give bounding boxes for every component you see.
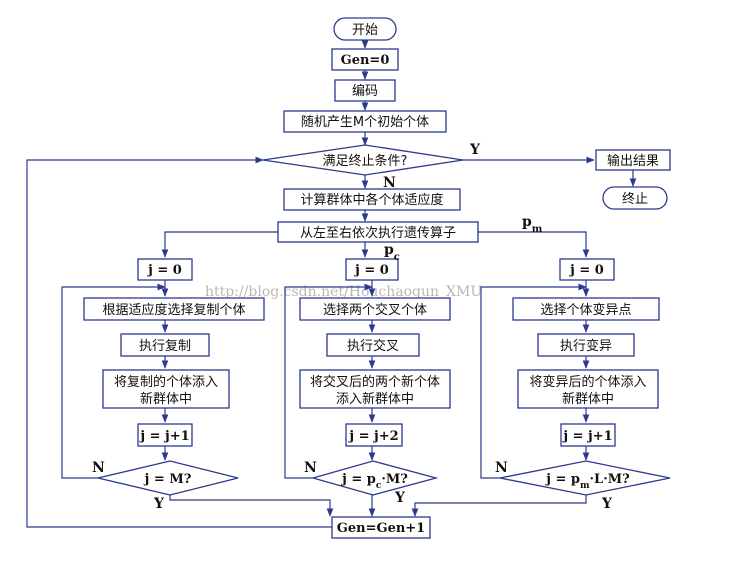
middle-check-label: j = pc·M?: [341, 472, 408, 491]
end-label: 终止: [622, 191, 648, 207]
encode-label: 编码: [352, 84, 378, 99]
right-check-decision: [499, 460, 671, 496]
right-inc-box: [560, 423, 616, 447]
terminate-label: 满足终止条件?: [323, 153, 408, 169]
left-add-line2: 新群体中: [140, 391, 192, 407]
left-j-init-label: j = 0: [147, 263, 182, 278]
middle-add-line1: 将交叉后的两个新个体: [310, 374, 440, 390]
fitness-label: 计算群体中各个体适应度: [300, 192, 443, 208]
middle-select-box: [299, 297, 451, 321]
start-label: 开始: [352, 23, 378, 38]
middle-add-line2: 添入新群体中: [336, 391, 414, 407]
right-j-init-box: [559, 258, 615, 281]
middle-check-decision: [310, 460, 439, 496]
gen-init-label: Gen=0: [341, 53, 390, 68]
left-exec-box: [120, 333, 210, 357]
middle-no-label: N: [304, 460, 317, 476]
right-add-line1: 将变异后的个体添入: [529, 374, 646, 390]
left-yes-label: Y: [153, 496, 165, 512]
left-add-box: [102, 369, 230, 409]
left-no-label: N: [92, 460, 105, 476]
middle-inc-box: [345, 423, 403, 447]
start-terminal: [333, 17, 397, 41]
right-j-init-label: j = 0: [569, 263, 604, 278]
left-add-line1: 将复制的个体添入: [114, 374, 218, 390]
watermark-text: http://blog.csdn.net/Houchaoqun_XMU: [205, 284, 482, 300]
gen-inc-box: [331, 516, 431, 539]
left-inc-label: j = j+1: [139, 429, 189, 444]
left-inc-box: [137, 423, 193, 447]
right-add-box: [517, 369, 659, 409]
terminate-yes-label: Y: [469, 142, 481, 158]
right-no-label: N: [495, 460, 508, 476]
terminate-decision: [262, 144, 464, 176]
right-select-box: [512, 297, 660, 321]
middle-j-init-label: j = 0: [354, 263, 389, 278]
right-check-label: j = pm·L·M?: [545, 472, 630, 491]
right-exec-box: [537, 333, 635, 357]
connectors: [26, 40, 637, 528]
middle-inc-label: j = j+2: [348, 429, 398, 444]
left-j-init-box: [137, 258, 193, 281]
init-population-box: [283, 110, 447, 133]
operators-box: [277, 221, 479, 243]
middle-yes-label: Y: [394, 490, 406, 506]
operators-label: 从左至右依次执行遗传算子: [300, 225, 456, 241]
right-inc-label: j = j+1: [562, 429, 612, 444]
output-label: 输出结果: [607, 153, 659, 169]
right-yes-label: Y: [601, 496, 613, 512]
right-exec-label: 执行变异: [560, 338, 612, 354]
end-terminal: [602, 186, 668, 210]
fitness-box: [283, 188, 461, 211]
left-check-decision: [97, 460, 239, 496]
middle-select-label: 选择两个交叉个体: [323, 302, 427, 318]
right-add-line2: 新群体中: [562, 391, 614, 407]
gen-init-box: [331, 48, 399, 71]
left-select-label: 根据适应度选择复制个体: [102, 302, 245, 318]
output-box: [595, 149, 671, 171]
pc-label: pc: [384, 242, 400, 263]
init-population-label: 随机产生M个初始个体: [301, 115, 429, 130]
middle-j-init-box: [345, 258, 399, 281]
left-exec-label: 执行复制: [139, 339, 191, 354]
right-select-label: 选择个体变异点: [540, 302, 631, 318]
encode-box: [334, 79, 396, 102]
middle-exec-label: 执行交叉: [347, 338, 399, 354]
terminate-no-label: N: [383, 175, 396, 191]
middle-exec-box: [326, 333, 420, 357]
left-check-label: j = M?: [144, 472, 192, 487]
gen-inc-label: Gen=Gen+1: [337, 521, 425, 536]
middle-add-box: [299, 369, 451, 409]
left-select-box: [83, 297, 265, 321]
pm-label: pm: [522, 214, 543, 235]
